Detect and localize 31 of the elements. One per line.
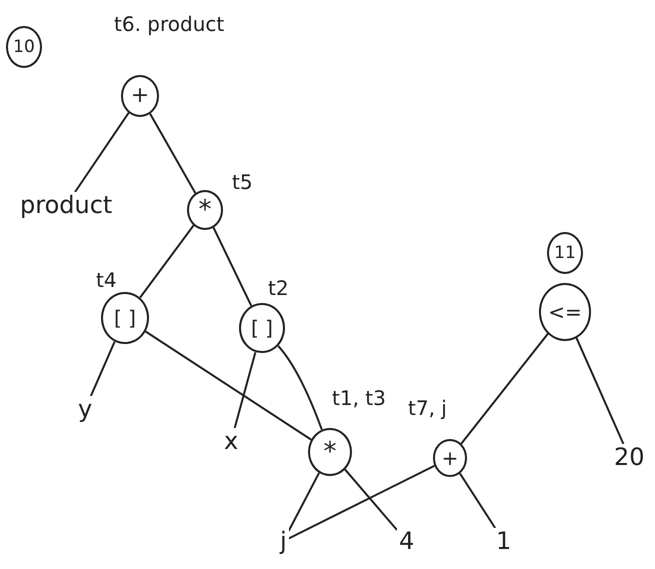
tree-edge xyxy=(344,468,398,531)
operator-circle: <= xyxy=(539,283,591,341)
tree-edge xyxy=(288,464,435,540)
tree-edge xyxy=(139,224,194,298)
operand-text: y xyxy=(76,396,94,422)
tree-edge xyxy=(575,337,624,444)
temporary-name: t7, j xyxy=(408,396,447,420)
operator-circle: [ ] xyxy=(101,292,149,344)
operator-circle: + xyxy=(121,75,159,117)
tree-edge xyxy=(288,472,320,532)
tree-edge xyxy=(149,113,196,194)
temporary-name: t1, t3 xyxy=(332,386,386,410)
tree-edge xyxy=(90,341,116,396)
operator-circle: + xyxy=(433,439,467,477)
tree-edge xyxy=(234,352,256,428)
tree-edge xyxy=(212,227,252,306)
tree-edge xyxy=(277,345,323,430)
step-number: 10 xyxy=(6,26,42,68)
temporary-name: t5 xyxy=(232,170,253,194)
temporary-name: t2 xyxy=(268,276,289,300)
operator-circle: * xyxy=(187,190,223,230)
tree-edge xyxy=(74,112,130,193)
tree-edge xyxy=(145,330,312,440)
tree-edge xyxy=(459,472,496,529)
temporary-name: t4 xyxy=(96,268,117,292)
operator-circle: [ ] xyxy=(239,302,285,354)
operand-text: j xyxy=(278,528,289,554)
tree-edge xyxy=(460,332,549,444)
temporary-name: t6. product xyxy=(114,12,224,36)
step-number: 11 xyxy=(547,232,583,274)
operator-circle: * xyxy=(308,428,352,476)
